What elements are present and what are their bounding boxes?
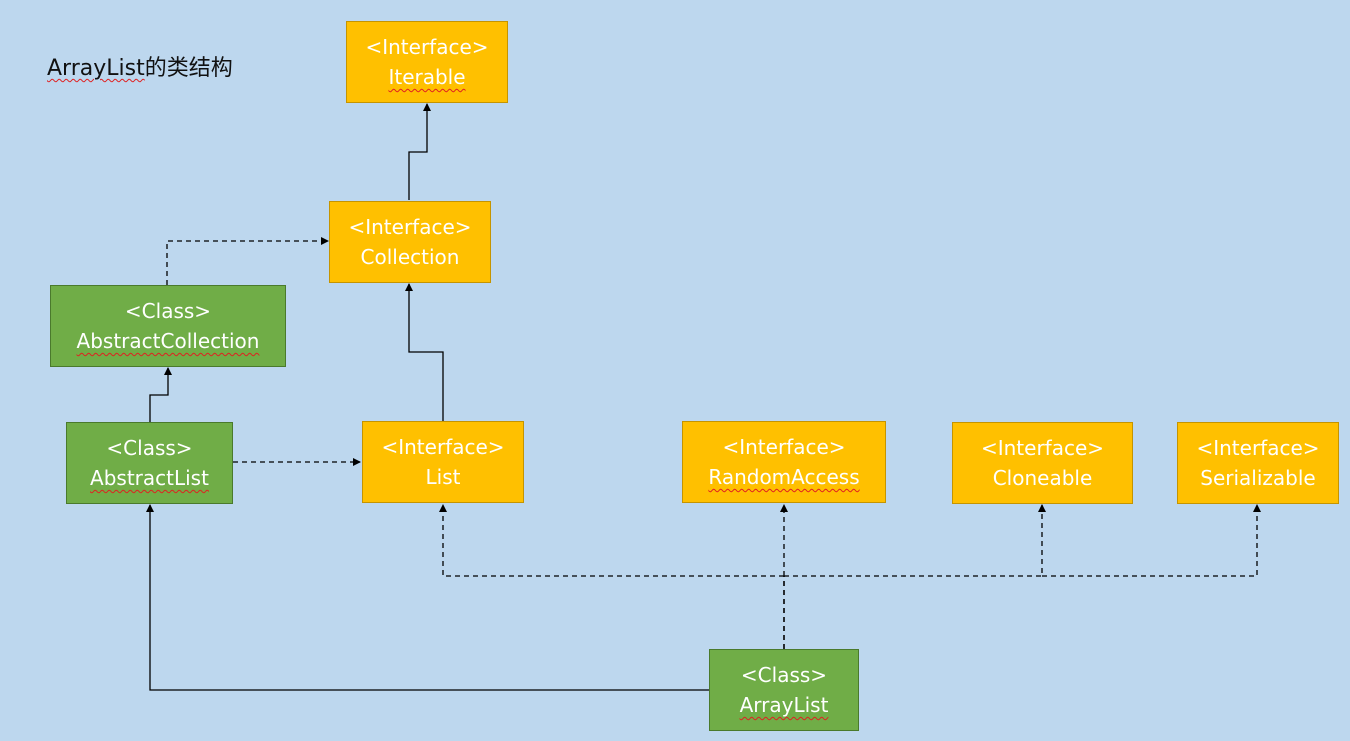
node-stereotype: <Interface> — [348, 215, 472, 239]
node-name: List — [425, 465, 461, 489]
edge-arraylist-to-serializable — [1042, 504, 1261, 577]
diagram-title: ArrayList的类结构 — [47, 50, 233, 82]
edge-abstractcollection-to-collection — [166, 237, 329, 285]
node-name: Iterable — [388, 65, 466, 89]
edge-arraylist-to-cloneable — [784, 504, 1046, 577]
node-name: Cloneable — [992, 466, 1093, 490]
node-abstract-list[interactable]: <Class> AbstractList — [66, 422, 233, 504]
diagram-title-rest: 的类结构 — [144, 56, 233, 81]
node-list[interactable]: <Interface> List — [362, 421, 524, 503]
node-iterable[interactable]: <Interface> Iterable — [346, 21, 508, 103]
node-name: AbstractCollection — [76, 329, 260, 353]
node-stereotype: <Interface> — [381, 435, 505, 459]
edge-arraylist-to-list — [439, 504, 784, 577]
node-name: ArrayList — [739, 693, 829, 717]
node-name: Serializable — [1200, 466, 1316, 490]
edge-abstractlist-to-abstractcollection — [149, 367, 172, 422]
node-stereotype: <Interface> — [980, 436, 1105, 460]
edge-arraylist-to-abstractlist — [146, 504, 709, 691]
node-array-list[interactable]: <Class> ArrayList — [709, 649, 859, 731]
node-name: RandomAccess — [708, 465, 860, 489]
node-stereotype: <Class> — [106, 436, 193, 460]
node-stereotype: <Interface> — [365, 35, 489, 59]
node-cloneable[interactable]: <Interface> Cloneable — [952, 422, 1133, 504]
node-stereotype: <Class> — [124, 299, 212, 323]
node-abstract-collection[interactable]: <Class> AbstractCollection — [50, 285, 286, 367]
node-collection[interactable]: <Interface> Collection — [329, 201, 491, 283]
diagram-title-latin: ArrayList — [47, 56, 145, 81]
node-serializable[interactable]: <Interface> Serializable — [1177, 422, 1339, 504]
node-stereotype: <Interface> — [722, 435, 846, 459]
node-name: AbstractList — [90, 466, 209, 490]
node-stereotype: <Interface> — [1196, 436, 1320, 460]
edge-list-to-collection — [405, 283, 444, 421]
node-random-access[interactable]: <Interface> RandomAccess — [682, 421, 886, 503]
node-name: Collection — [360, 245, 460, 269]
node-stereotype: <Class> — [740, 663, 828, 687]
edge-collection-to-iterable — [408, 103, 431, 200]
